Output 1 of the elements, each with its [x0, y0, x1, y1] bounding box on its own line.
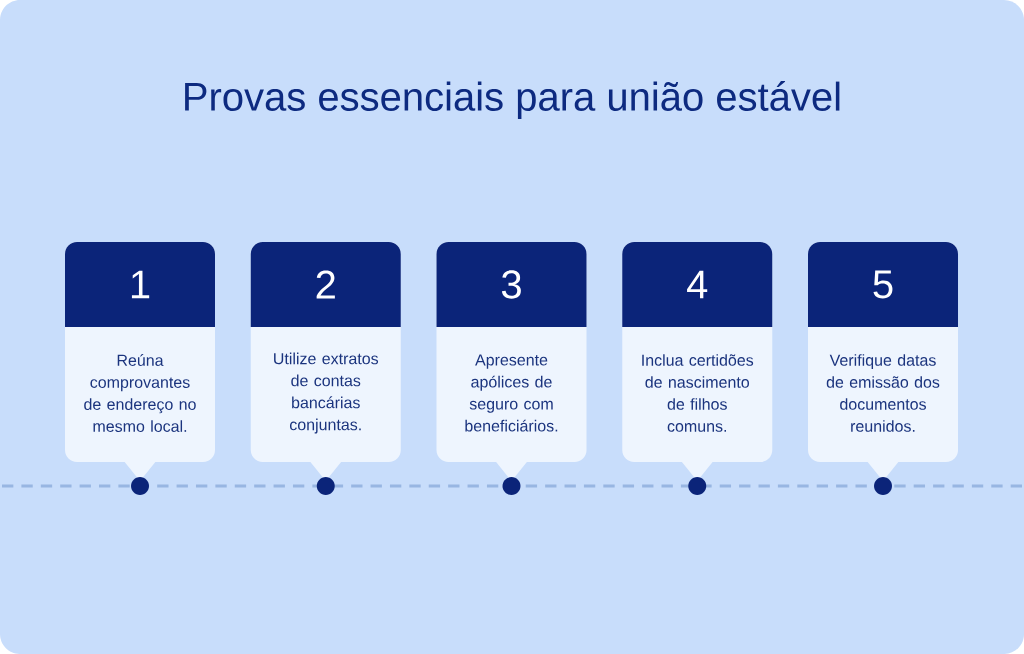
title: Provas essenciais para união estável — [185, 81, 840, 119]
